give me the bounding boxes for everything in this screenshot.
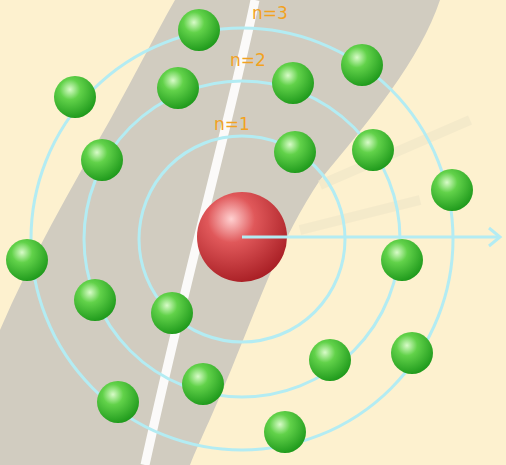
electron bbox=[264, 411, 306, 453]
orbit-2 bbox=[84, 81, 400, 397]
electron bbox=[431, 169, 473, 211]
electron bbox=[352, 129, 394, 171]
electron bbox=[74, 279, 116, 321]
electron bbox=[6, 239, 48, 281]
radius-line bbox=[242, 236, 500, 239]
electron bbox=[54, 76, 96, 118]
electron bbox=[97, 381, 139, 423]
electron bbox=[274, 131, 316, 173]
radius-arrow bbox=[242, 228, 500, 246]
feather-watermark bbox=[0, 0, 440, 465]
arrow-head bbox=[489, 228, 500, 246]
orbit-label: n=2 bbox=[228, 52, 268, 69]
electron bbox=[157, 67, 199, 109]
electron bbox=[309, 339, 351, 381]
orbit-3 bbox=[31, 28, 453, 450]
orbit-label: n=1 bbox=[212, 116, 252, 133]
electron bbox=[81, 139, 123, 181]
electrons bbox=[6, 9, 473, 453]
electron bbox=[182, 363, 224, 405]
electron bbox=[341, 44, 383, 86]
electron bbox=[178, 9, 220, 51]
electron bbox=[151, 292, 193, 334]
electron bbox=[272, 62, 314, 104]
electron bbox=[381, 239, 423, 281]
orbit-1 bbox=[139, 136, 345, 342]
electron bbox=[391, 332, 433, 374]
orbit-label: n=3 bbox=[250, 5, 290, 22]
orbits bbox=[31, 28, 453, 450]
